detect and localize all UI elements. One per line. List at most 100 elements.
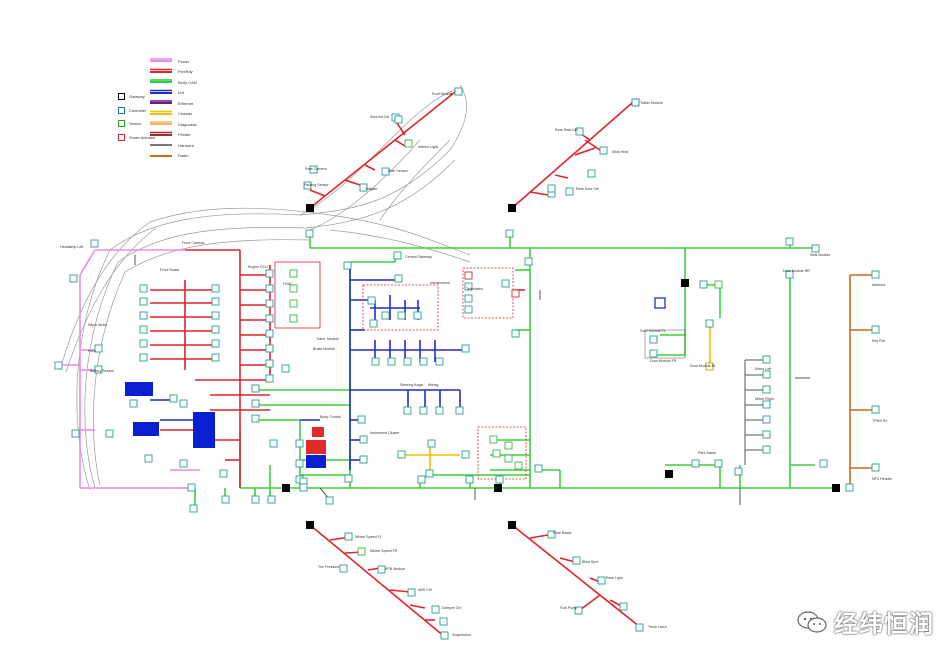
ecu-node bbox=[419, 406, 428, 415]
label-mid-g: Infotainment bbox=[430, 281, 450, 285]
label-left-c: Wiper Motor bbox=[88, 323, 108, 327]
label-left-f: Engine ECU bbox=[248, 265, 268, 269]
ecu-node bbox=[464, 305, 473, 314]
label-left-b: Front Radar bbox=[160, 268, 180, 272]
legend-swatch bbox=[150, 102, 172, 105]
ecu-node bbox=[649, 349, 658, 358]
ecu-node bbox=[575, 127, 584, 136]
label-left-e: Battery Sensor bbox=[90, 369, 115, 373]
ecu-node bbox=[397, 450, 406, 459]
ecu-node bbox=[94, 365, 103, 374]
ecu-node bbox=[762, 370, 771, 379]
key-item: Sensor bbox=[118, 117, 155, 131]
ecu-node bbox=[534, 464, 543, 473]
label-right-h: Park Assist bbox=[698, 451, 716, 455]
ecu-node bbox=[265, 329, 274, 338]
label-radio-a: Antenna bbox=[872, 283, 885, 287]
ecu-node bbox=[251, 495, 260, 504]
ecu-node bbox=[359, 435, 368, 444]
ecu-node bbox=[295, 439, 304, 448]
legend-item: Hardwire bbox=[150, 140, 197, 151]
ecu-node bbox=[495, 475, 504, 484]
label-right-f: Mirror Left bbox=[755, 367, 771, 371]
label-mid-b: Brake Module bbox=[313, 347, 335, 351]
ecu-node bbox=[251, 384, 260, 393]
ecu-node bbox=[505, 229, 514, 238]
ecu-node bbox=[714, 280, 723, 289]
ecu-node bbox=[489, 435, 498, 444]
label-radio-d: NFC Reader bbox=[872, 477, 893, 481]
ecu-node bbox=[397, 311, 406, 320]
key-swatch bbox=[118, 93, 125, 101]
label-top-ecu-b: Sunroof Ctrl bbox=[370, 115, 389, 119]
ecu-node bbox=[387, 357, 396, 366]
legend-label: Power bbox=[178, 58, 190, 64]
ecu-node bbox=[811, 244, 820, 253]
ecu-node bbox=[871, 405, 880, 414]
legend-label: Hardwire bbox=[178, 142, 195, 148]
ecu-node bbox=[281, 364, 290, 373]
label-top-ecu-e: Rain Sensor bbox=[388, 169, 409, 173]
wechat-icon bbox=[797, 610, 827, 633]
label-mid-a: Trans. Module bbox=[316, 337, 339, 341]
ecu-node bbox=[547, 530, 556, 539]
label-topright-c: Seat Heat bbox=[612, 150, 628, 154]
legend-label: Ethernet bbox=[178, 100, 194, 106]
ecu-node bbox=[71, 429, 80, 438]
label-mid-e: Body Control bbox=[320, 415, 341, 419]
ecu-node bbox=[574, 606, 583, 615]
ecu-node bbox=[705, 362, 714, 371]
group-boxes bbox=[274, 261, 686, 480]
node-labels: Roof Module Sunroof Ctrl Interior Light … bbox=[60, 92, 893, 637]
legend-label: Body CAN bbox=[178, 79, 197, 85]
ecu-node bbox=[139, 339, 148, 348]
ecu-node bbox=[371, 357, 380, 366]
green-bus bbox=[194, 232, 840, 505]
legend-item: FlexRay bbox=[150, 67, 197, 78]
ecu-node bbox=[440, 631, 449, 640]
label-br-d: Fuel Pump bbox=[560, 606, 577, 610]
ecu-node bbox=[187, 483, 196, 492]
key-swatch bbox=[118, 120, 125, 128]
legend-lines bbox=[150, 58, 172, 134]
ecu-node bbox=[403, 406, 412, 415]
label-bottom-f: Damper Ctrl bbox=[442, 606, 462, 610]
ecu-node bbox=[762, 415, 771, 424]
ecu-node bbox=[211, 339, 220, 348]
ecu-node bbox=[762, 430, 771, 439]
ecu-node bbox=[94, 344, 103, 353]
ecu-node bbox=[435, 357, 444, 366]
ecu-node bbox=[267, 495, 276, 504]
ecu-node bbox=[325, 496, 334, 505]
legend-swatch bbox=[150, 60, 172, 63]
ecu-node bbox=[464, 282, 473, 291]
legend-swatch bbox=[150, 81, 172, 84]
label-top-ecu-c: Interior Light bbox=[418, 145, 438, 149]
ecu-node bbox=[289, 299, 298, 308]
ecu-node bbox=[511, 289, 520, 298]
ecu-node bbox=[465, 475, 474, 484]
yellow-bus bbox=[400, 325, 711, 475]
ecu-node bbox=[211, 353, 220, 362]
legend-swatch bbox=[150, 123, 172, 126]
ecu-node bbox=[211, 311, 220, 320]
label-radio-b: Key Fob bbox=[872, 339, 885, 343]
ecu-node bbox=[464, 271, 473, 280]
ecu-node bbox=[504, 441, 513, 450]
key-item: Smart Actuator bbox=[118, 131, 155, 145]
ecu-node bbox=[219, 469, 228, 478]
ecu-node bbox=[501, 279, 510, 288]
label-right-d: Door Module RR bbox=[783, 269, 810, 273]
ecu-node bbox=[289, 314, 298, 323]
legend-label: LIN bbox=[178, 90, 185, 96]
ecu-node bbox=[251, 414, 260, 423]
legend-label: Private bbox=[178, 132, 191, 138]
ecu-node bbox=[417, 475, 426, 484]
ecu-node bbox=[211, 297, 220, 306]
ecu-node bbox=[269, 439, 278, 448]
label-br-c: Rear Light bbox=[606, 576, 623, 580]
ecu-node bbox=[572, 556, 581, 565]
ecu-node bbox=[54, 361, 63, 370]
legend-item: Ethernet bbox=[150, 98, 197, 109]
ecu-node bbox=[404, 139, 413, 148]
